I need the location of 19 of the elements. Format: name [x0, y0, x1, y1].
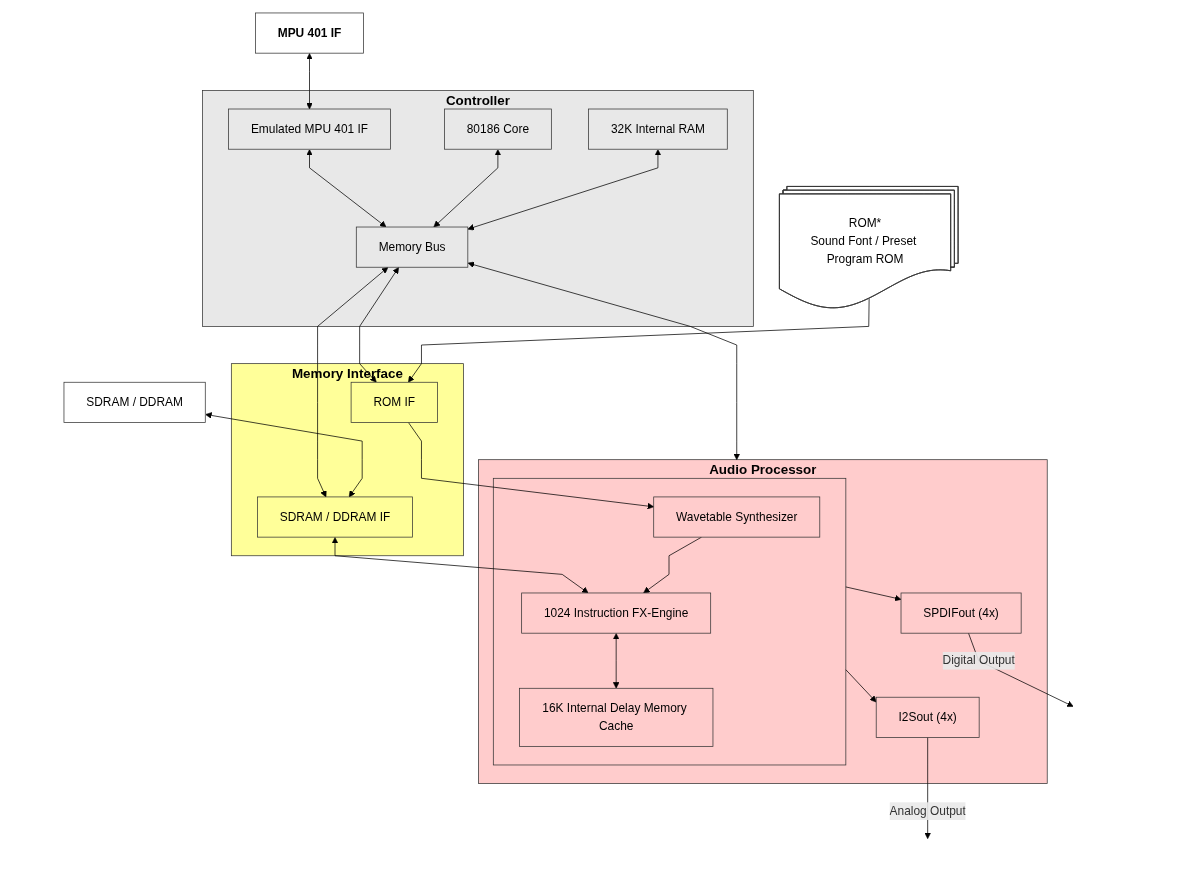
node-box	[653, 496, 821, 537]
cluster	[492, 477, 847, 765]
node-box	[444, 108, 552, 150]
node-box	[63, 381, 206, 423]
cluster	[202, 89, 754, 327]
node-box	[519, 687, 714, 747]
node-box	[257, 496, 413, 537]
node-box	[350, 381, 438, 423]
node-box	[900, 592, 1022, 634]
cluster	[231, 362, 464, 556]
cluster	[478, 458, 1048, 784]
edge-label: Analog Output	[889, 803, 966, 817]
node-box	[228, 108, 391, 150]
node-box	[255, 12, 364, 54]
node-box	[521, 592, 712, 634]
edge-label: Digital Output	[942, 653, 1015, 667]
node-box	[875, 696, 980, 738]
node-box	[588, 108, 728, 150]
node-box	[355, 226, 469, 268]
